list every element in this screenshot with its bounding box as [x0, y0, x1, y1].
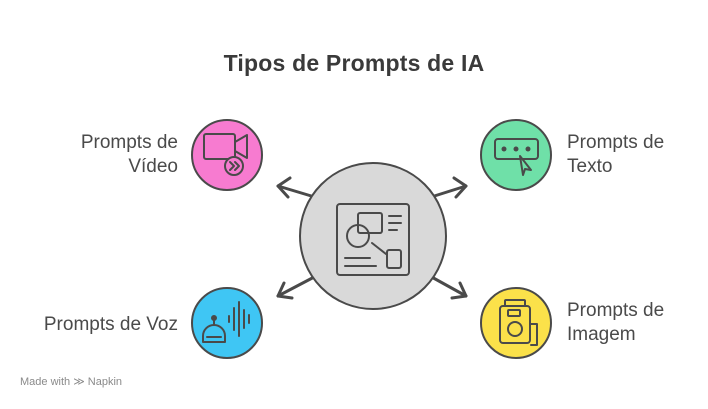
center-node [299, 162, 447, 310]
label-voz: Prompts de Voz [44, 313, 178, 337]
node-imagem [480, 287, 552, 359]
video-camera-icon [203, 133, 248, 176]
label-video-line1: Prompts de [80, 132, 178, 153]
voice-assistant-icon [202, 301, 250, 343]
camera-icon [499, 299, 538, 346]
label-texto-line1: Prompts de [567, 132, 665, 153]
label-voz-line1: Prompts de Voz [43, 314, 178, 335]
layout-design-icon [336, 203, 410, 276]
label-imagem: Prompts de Imagem [567, 299, 664, 347]
node-texto [480, 119, 552, 191]
label-imagem-line2: Imagem [567, 324, 636, 345]
label-video: Prompts de Vídeo [81, 131, 178, 179]
footer-brand: Napkin [87, 376, 123, 388]
footer-credit[interactable]: Made with ≫ Napkin [20, 375, 122, 388]
napkin-logo-icon: ≫ [73, 376, 85, 388]
label-texto-line2: Texto [567, 156, 613, 177]
label-texto: Prompts de Texto [567, 131, 664, 179]
diagram-title: Tipos de Prompts de IA [223, 50, 485, 76]
arrow-imagem [426, 273, 468, 300]
footer-made-with: Made with [20, 376, 71, 388]
node-video [191, 119, 263, 191]
node-voz [191, 287, 263, 359]
label-imagem-line1: Prompts de [567, 300, 665, 321]
arrow-voz [276, 273, 320, 300]
text-cursor-icon [494, 138, 539, 176]
label-video-line2: Vídeo [128, 156, 178, 177]
